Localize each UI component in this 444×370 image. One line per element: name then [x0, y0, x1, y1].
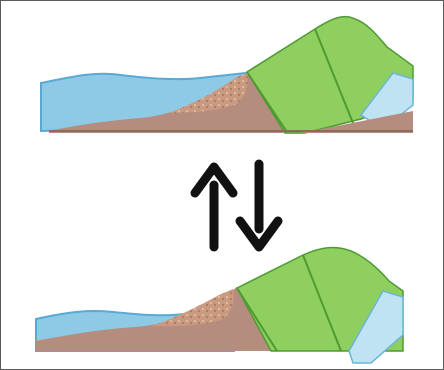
down-arrow [240, 164, 278, 247]
up-arrow [195, 167, 233, 247]
top-cross-section [41, 17, 413, 133]
arrows-group [195, 164, 278, 247]
bottom-cross-section [36, 248, 403, 363]
